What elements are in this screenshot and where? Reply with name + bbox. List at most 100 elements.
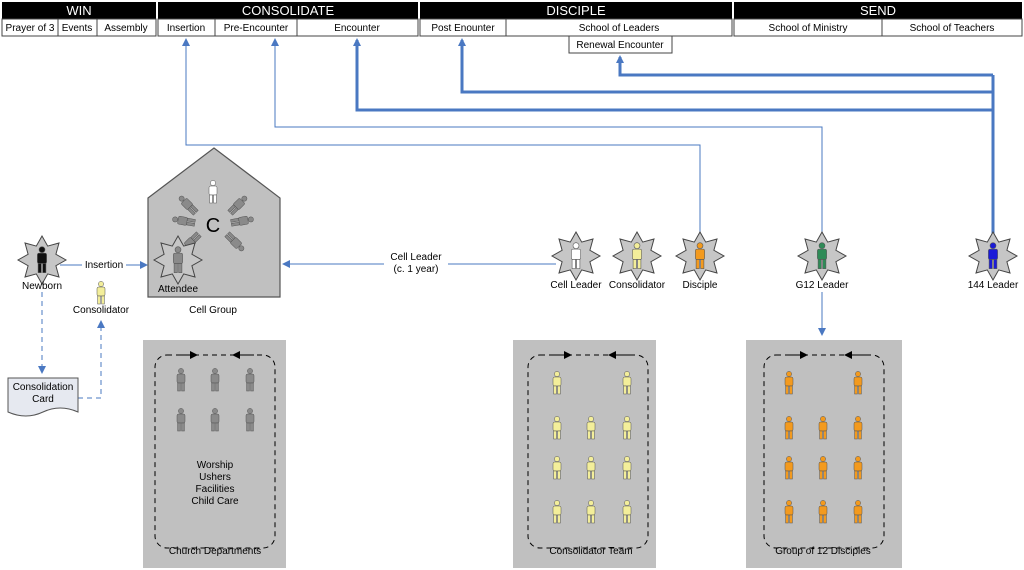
attendee-person-icon: [173, 246, 183, 273]
consolidator-team-member-icon: [552, 500, 562, 524]
step-assembly: Assembly: [104, 23, 147, 34]
card-to-consolidator-line: [78, 320, 105, 399]
consolidator-team-member-icon: [586, 456, 596, 480]
consolidator-team-title: Consolidator Team: [549, 546, 632, 557]
cell-member-icon: [178, 195, 199, 216]
step-school-of-ministry: School of Ministry: [769, 23, 848, 34]
insertion-label: Insertion: [85, 260, 123, 271]
phase-win: WIN: [66, 3, 91, 18]
dept-worship: Worship: [197, 460, 234, 471]
department-member-icon: [210, 368, 220, 392]
cell-member-icon: [172, 216, 196, 227]
consolidator-team-member-icon: [552, 371, 562, 395]
cell-group-letter: C: [206, 215, 220, 237]
cell-leader-person-icon: [571, 242, 581, 269]
disciple-member-icon: [784, 456, 794, 480]
consolidator-team-member-icon: [622, 371, 632, 395]
phase-header: WIN CONSOLIDATE DISCIPLE SEND: [2, 2, 1022, 19]
department-member-icon: [176, 368, 186, 392]
step-events: Events: [62, 23, 93, 34]
g12-to-pre-encounter-line: [271, 38, 823, 240]
disciple-star: [674, 230, 726, 282]
step-school-of-teachers: School of Teachers: [910, 23, 995, 34]
phase-send: SEND: [860, 3, 896, 18]
group-of-12-title: Group of 12 Disciples: [775, 546, 871, 557]
phase-disciple: DISCIPLE: [546, 3, 606, 18]
consolidation-card: Consolidation Card: [7, 377, 79, 417]
consolidator-team-member-icon: [622, 416, 632, 440]
newborn-label: Newborn: [22, 281, 62, 292]
newborn-person-icon: [37, 246, 47, 273]
dept-ushers: Ushers: [199, 472, 231, 483]
disciple-member-icon: [818, 456, 828, 480]
church-departments-title: Church Departments: [169, 546, 261, 557]
card-line2: Card: [32, 394, 54, 405]
leader144-to-post-encounter-line: [458, 38, 993, 94]
phase-consolidate: CONSOLIDATE: [242, 3, 335, 18]
cell-leader-label: Cell Leader: [550, 280, 602, 291]
consolidator-person-icon: [96, 281, 106, 305]
disciple-person-icon: [695, 242, 705, 269]
cell-leader-star: [550, 230, 602, 282]
role-stars: [16, 230, 1019, 305]
department-member-icon: [245, 368, 255, 392]
step-encounter: Encounter: [334, 23, 380, 34]
step-school-of-leaders: School of Leaders: [579, 23, 660, 34]
cell-member-icon: [227, 195, 248, 216]
attendee-star: [152, 234, 204, 286]
g12-leader-star: [796, 230, 848, 282]
dept-child-care: Child Care: [191, 496, 239, 507]
flow-lines: [38, 38, 995, 399]
disciple-member-icon: [853, 456, 863, 480]
consolidator-team-member-icon: [622, 500, 632, 524]
phase-steps: Prayer of 3 Events Assembly Insertion Pr…: [1, 18, 1023, 54]
disciple-member-icon: [818, 416, 828, 440]
panel-people: [176, 368, 863, 524]
dept-facilities: Facilities: [196, 484, 235, 495]
step-prayer-of-3: Prayer of 3: [6, 23, 55, 34]
disciple-member-icon: [784, 500, 794, 524]
department-member-icon: [176, 408, 186, 432]
disciple-member-icon: [784, 371, 794, 395]
consolidator-person-icon: [632, 242, 642, 269]
disciple-label: Disciple: [682, 280, 717, 291]
disciple-member-icon: [853, 371, 863, 395]
g12-leader-person-icon: [817, 242, 827, 269]
consolidator-team-member-icon: [586, 416, 596, 440]
leader-144-label: 144 Leader: [968, 280, 1019, 291]
g12-leader-label: G12 Leader: [796, 280, 849, 291]
leader-144-person-icon: [988, 242, 998, 269]
department-member-icon: [245, 408, 255, 432]
step-insertion: Insertion: [167, 23, 205, 34]
cell-group: C Attendee Cell Group: [147, 147, 281, 316]
disciple-member-icon: [784, 416, 794, 440]
consolidator-team-member-icon: [622, 456, 632, 480]
group-of-12-panel: Group of 12 Disciples: [746, 340, 902, 568]
cell-member-icon: [230, 216, 254, 227]
consolidator-star: [611, 230, 663, 282]
leader144-to-renewal-line: [616, 55, 993, 77]
disciple-to-insertion-line: [182, 38, 701, 240]
newborn-star: [16, 234, 68, 286]
cell-member-icon: [224, 231, 245, 252]
consolidator-team-member-icon: [552, 416, 562, 440]
step-renewal-encounter: Renewal Encounter: [576, 40, 664, 51]
step-pre-encounter: Pre-Encounter: [224, 23, 289, 34]
leader-144-star: [967, 230, 1019, 282]
cell-leader-link-label: Cell Leader: [390, 252, 442, 263]
disciple-member-icon: [818, 500, 828, 524]
cell-group-label: Cell Group: [189, 305, 237, 316]
disciple-member-icon: [853, 500, 863, 524]
disciple-member-icon: [853, 416, 863, 440]
consolidator-star-label: Consolidator: [609, 280, 666, 291]
cell-leader-link-duration: (c. 1 year): [393, 264, 438, 275]
cell-leader-member-icon: [208, 180, 218, 204]
consolidator-team-panel: Consolidator Team: [513, 340, 656, 568]
step-post-encounter: Post Enounter: [431, 23, 495, 34]
department-member-icon: [210, 408, 220, 432]
consolidator-team-member-icon: [552, 456, 562, 480]
attendee-label: Attendee: [158, 284, 198, 295]
consolidator-label: Consolidator: [73, 305, 130, 316]
leader144-to-encounter-line: [353, 38, 993, 112]
